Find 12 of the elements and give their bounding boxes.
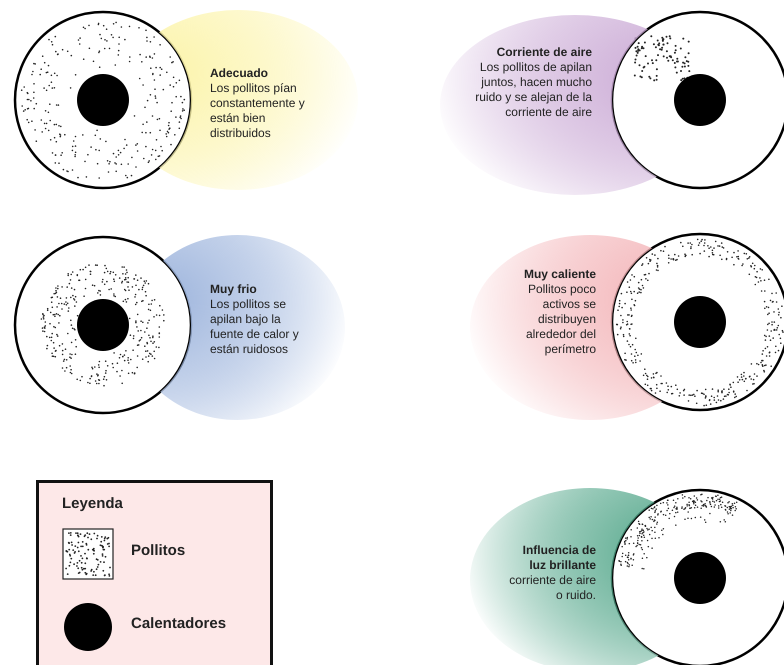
condition-heading: Muy caliente (522, 267, 596, 282)
condition-heading: Muy frio (210, 282, 258, 297)
condition-description: Pollitos poco activos se distribuyen alrededor del perímetro (524, 282, 596, 357)
condition-heading: Corriente de aire (496, 45, 592, 60)
condition-description: Los pollitos se apilan bajo la fuente de calor y están ruidosos (210, 297, 300, 357)
condition-description: Los pollitos de apilan juntos, hacen mucho ruido y se alejan de la corriente de aire (475, 60, 592, 120)
condition-description: Los pollitos pían constantemente y están bien distribuidos (210, 81, 306, 141)
condition-heading: Adecuado (210, 66, 270, 81)
legend-title: Leyenda (62, 495, 123, 512)
legend-label: Calentadores (131, 615, 226, 632)
condition-description: corriente de aire o ruido. (508, 573, 596, 603)
legend-label: Pollitos (131, 542, 186, 559)
